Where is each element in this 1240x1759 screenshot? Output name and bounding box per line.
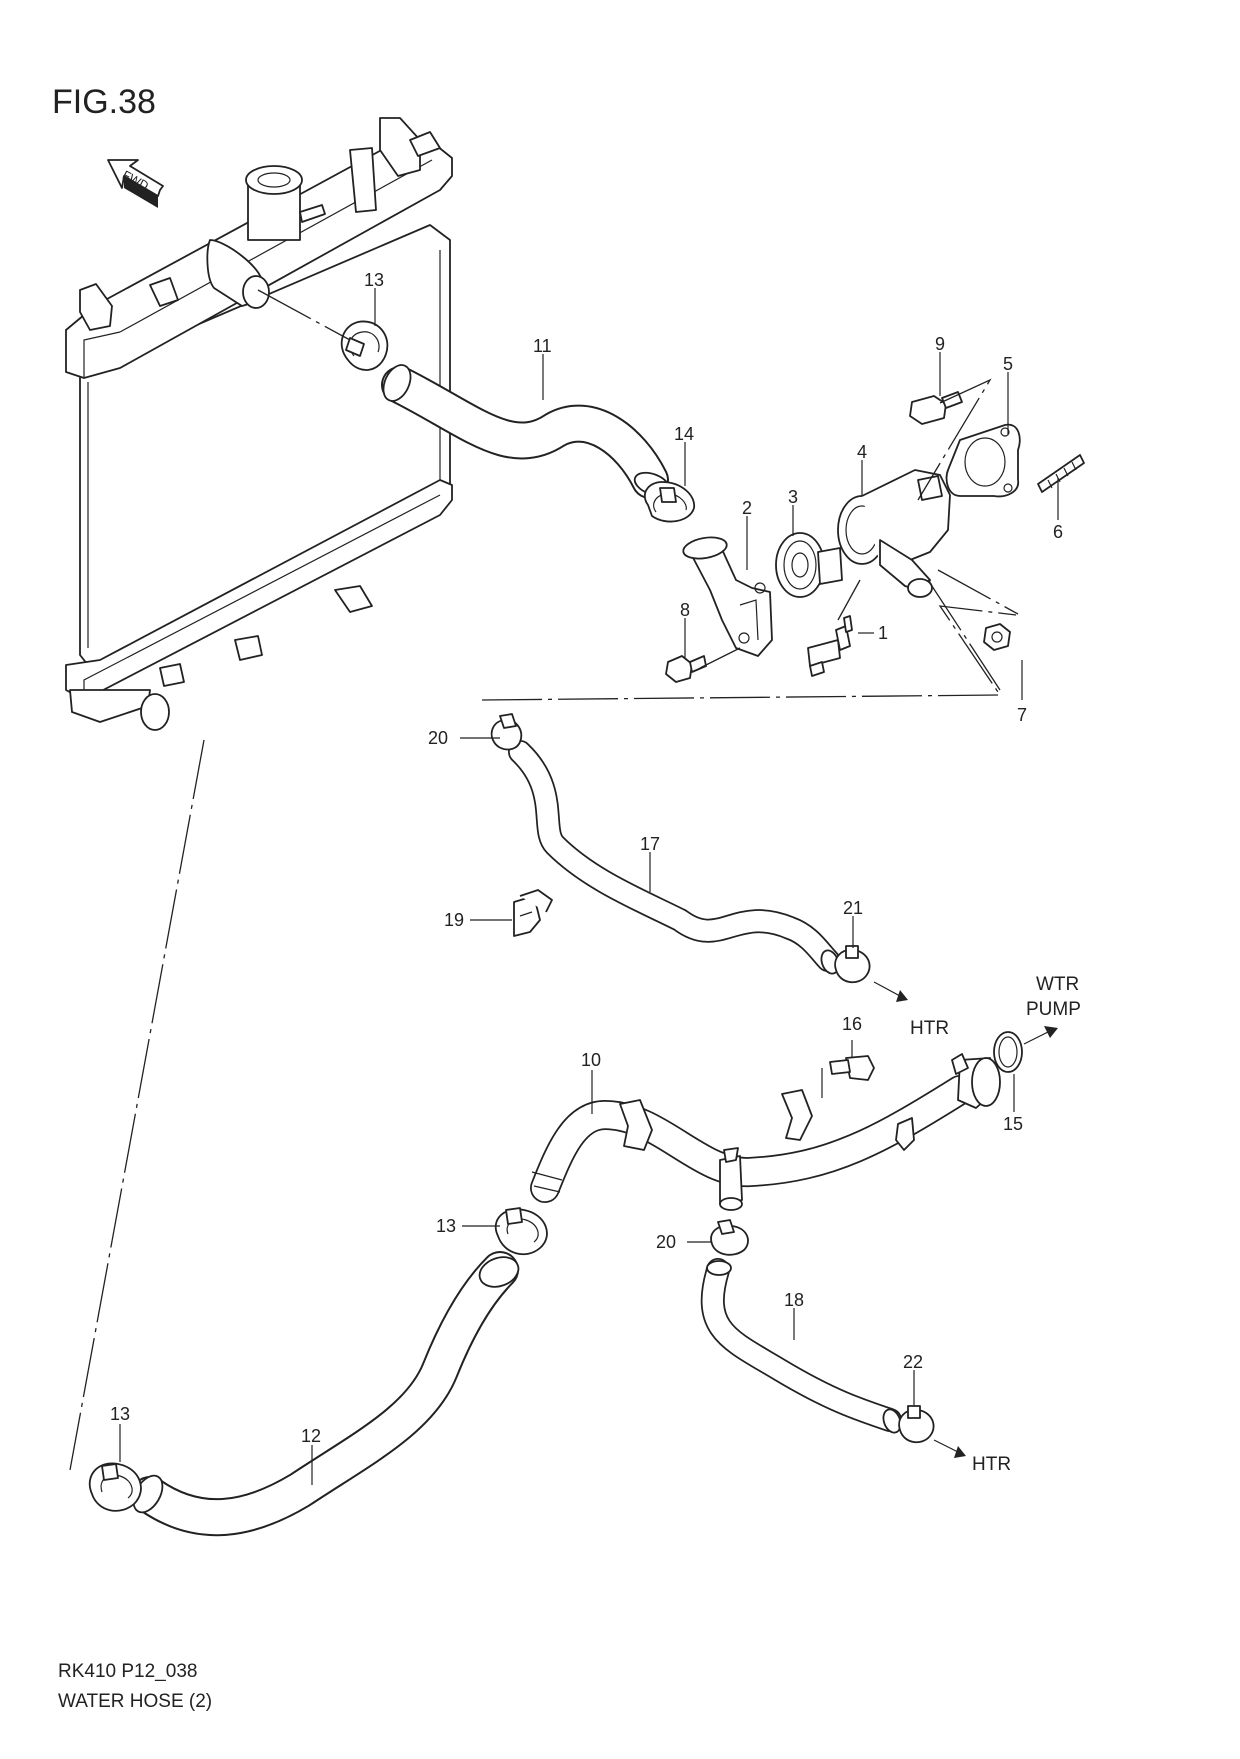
callout-20-bottom: 20 [656, 1232, 676, 1252]
callout-17: 17 [640, 834, 660, 854]
callout-4: 4 [857, 442, 867, 462]
callout-1: 1 [878, 623, 888, 643]
callout-5: 5 [1003, 354, 1013, 374]
hose-17 [508, 740, 840, 975]
bolt-9 [909, 391, 963, 425]
arrow-htr-2-icon [954, 1446, 966, 1458]
figure-title: FIG.38 [52, 83, 156, 121]
callout-15: 15 [1003, 1114, 1023, 1134]
clamp-13-top [340, 320, 389, 371]
callout-9: 9 [935, 334, 945, 354]
callout-10: 10 [581, 1050, 601, 1070]
callout-21: 21 [843, 898, 863, 918]
htr-label-1: HTR [910, 1018, 949, 1039]
clip-19 [513, 889, 553, 937]
callout-18: 18 [784, 1290, 804, 1310]
callout-16: 16 [842, 1014, 862, 1034]
water-pipe-10 [530, 1053, 1001, 1211]
arrow-htr-1-icon [896, 990, 908, 1002]
clamp-14 [643, 481, 695, 523]
callout-labels: 13 11 14 2 3 4 9 5 6 1 8 7 20 17 19 21 1… [110, 270, 1063, 1446]
callout-6: 6 [1053, 522, 1063, 542]
wtr-label: WTR [1036, 974, 1079, 995]
o-ring-15 [993, 1031, 1023, 1073]
clamp-20-bottom [710, 1219, 749, 1256]
fwd-arrow-icon: FWD [107, 159, 164, 208]
clamp-21 [834, 945, 871, 984]
thermostat-3 [775, 532, 843, 598]
callout-13-top: 13 [364, 270, 384, 290]
clamp-22 [898, 1405, 935, 1444]
stud-bolt-6 [1037, 454, 1085, 493]
clamp-13-middle [494, 1207, 548, 1256]
footer-code: RK410 P12_038 [58, 1661, 197, 1682]
pump-label: PUMP [1026, 999, 1081, 1020]
callout-19: 19 [444, 910, 464, 930]
chain-lines [69, 289, 1019, 1471]
thermostat-case-4 [837, 469, 951, 598]
callout-8: 8 [680, 600, 690, 620]
water-outlet-2 [682, 536, 773, 657]
hose-12 [131, 1251, 520, 1537]
callout-20-top: 20 [428, 728, 448, 748]
arrow-wtr-pump-icon [1044, 1026, 1058, 1038]
leader-lines [119, 288, 1059, 1485]
footer-title: WATER HOSE (2) [58, 1691, 212, 1712]
callout-2: 2 [742, 498, 752, 518]
gasket-5 [945, 423, 1021, 498]
destination-labels: HTR HTR WTR PUMP [910, 974, 1081, 1475]
nut-7 [983, 623, 1011, 651]
callout-11: 11 [533, 336, 552, 356]
hose-18 [700, 1258, 902, 1434]
direction-arrows [873, 981, 1058, 1458]
bolt-16 [829, 1055, 875, 1081]
callout-7: 7 [1017, 705, 1027, 725]
callout-13-bottom: 13 [110, 1404, 130, 1424]
callout-14: 14 [674, 424, 694, 444]
callout-22: 22 [903, 1352, 923, 1372]
callout-13-middle: 13 [436, 1216, 456, 1236]
radiator [65, 117, 453, 731]
bolt-8 [665, 655, 707, 683]
clamp-13-bottom [88, 1462, 142, 1512]
callout-3: 3 [788, 487, 798, 507]
clamp-20-top [490, 713, 523, 751]
sensor-1 [807, 615, 853, 677]
callout-12: 12 [301, 1426, 321, 1446]
htr-label-2: HTR [972, 1454, 1011, 1475]
